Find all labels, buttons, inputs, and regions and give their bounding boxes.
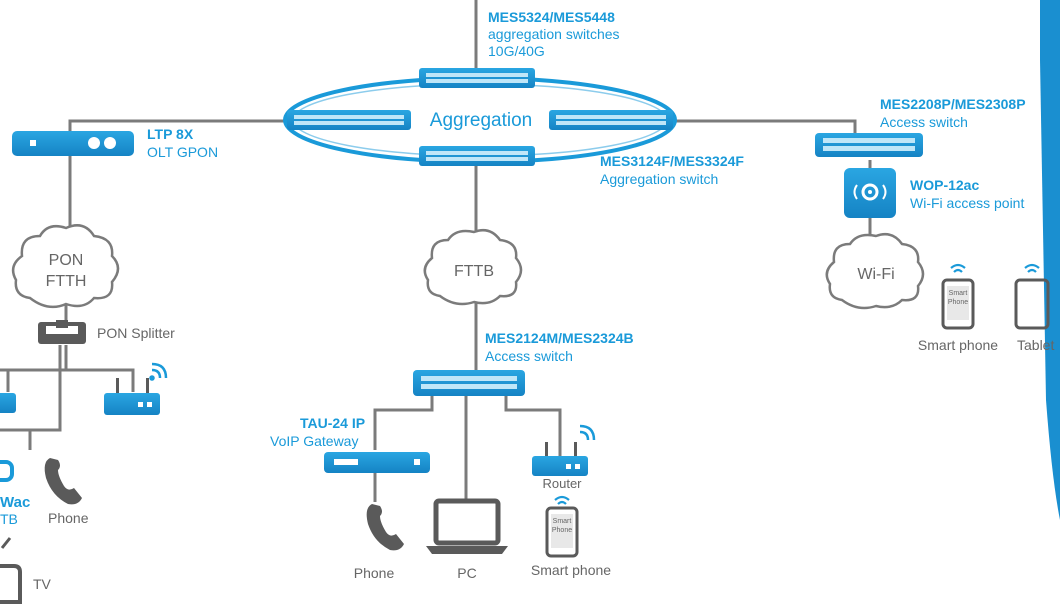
fttb-cloud-label: FTTB: [454, 263, 494, 280]
wifi-cloud: Wi-Fi: [825, 233, 925, 310]
tv-icon[interactable]: [0, 537, 22, 604]
fttb-cloud: FTTB: [423, 229, 523, 306]
ring-switch-right[interactable]: [549, 110, 673, 130]
wop-name: WOP-12ac: [910, 177, 979, 193]
pc-label: PC: [457, 565, 476, 581]
access-switch-right[interactable]: [815, 133, 923, 157]
router-fttb[interactable]: [532, 442, 588, 476]
access-right-name: MES2208P/MES2308P: [880, 96, 1026, 112]
aggregation-label: Aggregation: [430, 110, 532, 131]
pon-cloud-line1: PON: [49, 252, 84, 269]
pon-splitter[interactable]: [38, 320, 86, 344]
wifi-phone-screen2: Phone: [948, 299, 968, 306]
core-switch-desc1: aggregation switches: [488, 26, 620, 42]
olt-desc: OLT GPON: [147, 144, 218, 160]
olt-device[interactable]: [12, 131, 134, 156]
wifi-smartphone-label: Smart phone: [918, 337, 998, 353]
tau-name: TAU-24 IP: [300, 415, 365, 431]
fttb-phone-label: Phone: [354, 565, 395, 581]
wop-desc: Wi-Fi access point: [910, 195, 1024, 211]
stb-device-partial[interactable]: [0, 460, 14, 482]
wop-access-point[interactable]: [844, 168, 896, 218]
ont-left-device[interactable]: [0, 393, 16, 413]
fttb-phone-icon[interactable]: [366, 504, 404, 551]
ring-switch-bottom[interactable]: [419, 146, 535, 166]
pon-cloud-line2: FTTH: [46, 273, 87, 290]
tau-voip-gateway[interactable]: [324, 452, 430, 473]
pon-ftth-cloud: PON FTTH: [11, 224, 120, 309]
tv-label: TV: [33, 576, 52, 592]
tablet-label: Tablet: [1017, 337, 1054, 353]
ring-switch-left[interactable]: [287, 110, 411, 130]
connection-lines: [0, 0, 872, 502]
fttb-phone-screen2: Phone: [552, 527, 572, 534]
router-pon[interactable]: [104, 378, 160, 415]
olt-name: LTP 8X: [147, 126, 194, 142]
core-switch-desc2: 10G/40G: [488, 43, 545, 59]
edge-decoration: [1040, 0, 1060, 520]
access-mid-name: MES2124M/MES2324B: [485, 330, 634, 346]
wifi-cloud-label: Wi-Fi: [857, 266, 894, 283]
fttb-phone-screen1: Smart: [553, 518, 572, 525]
phone-icon[interactable]: [44, 458, 82, 505]
pon-splitter-label: PON Splitter: [97, 325, 175, 341]
wifi-phone-screen1: Smart: [949, 290, 968, 297]
access-switch-mid[interactable]: [413, 370, 525, 396]
agg-switch-name: MES3124F/MES3324F: [600, 153, 744, 169]
agg-switch-desc: Aggregation switch: [600, 171, 718, 187]
wifi-smartphone-icon[interactable]: Smart Phone: [941, 278, 975, 330]
ring-switch-top[interactable]: [419, 68, 535, 88]
fttb-smartphone-icon[interactable]: Smart Phone: [545, 506, 579, 558]
tau-desc: VoIP Gateway: [270, 433, 358, 449]
wifi-smartphone-signal-icon: [950, 263, 966, 273]
stb-desc-partial: TB: [0, 511, 18, 527]
smartphone-wifi-icon: [554, 495, 570, 505]
ftth-phone-label: Phone: [48, 510, 89, 526]
wifi-signal-icon: [149, 362, 168, 381]
pc-laptop-icon[interactable]: [426, 498, 508, 554]
access-right-desc: Access switch: [880, 114, 968, 130]
tablet-signal-icon: [1024, 263, 1040, 273]
router-wifi-icon: [579, 424, 596, 441]
fttb-smartphone-label: Smart phone: [531, 562, 611, 578]
access-mid-desc: Access switch: [485, 348, 573, 364]
core-switch-name: MES5324/MES5448: [488, 9, 615, 25]
router-label: Router: [542, 476, 582, 491]
tablet-icon[interactable]: [1014, 278, 1050, 330]
stb-name-partial: Wac: [0, 494, 30, 511]
